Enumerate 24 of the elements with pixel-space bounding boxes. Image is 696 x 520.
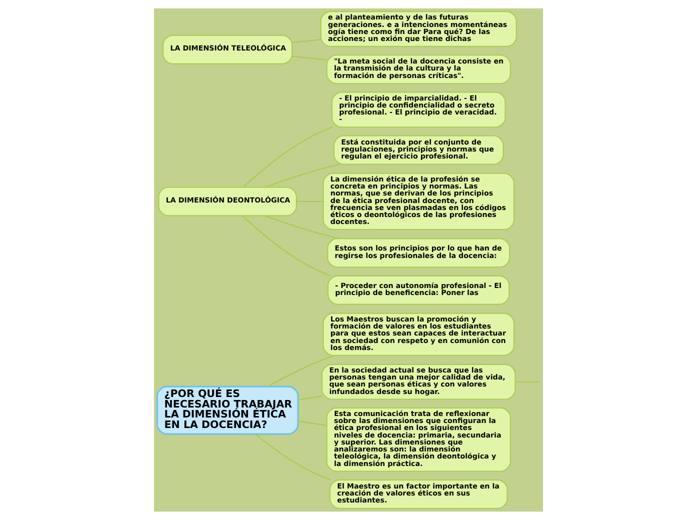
- connector: [514, 381, 539, 382]
- connector: [264, 164, 340, 188]
- node-box: - Proceder con autonomía profesional - El principio de beneficencia: Poner las: [327, 275, 510, 305]
- node-box: Esta comunicación trata de reflexionar sobre las dimensiones que configuran la ética profesional en los siguientes niveles de docencia: primaria, secundaria y superior. Las dimensiones que analizaremos son: la dimensión teleológica, la dimensión deontológica y la dimensión práctica.: [326, 407, 510, 472]
- node-box: - El principio de imparcialidad. - El principio de confidencialidad o secreto profesional. - El principio de veracidad. -: [330, 92, 506, 128]
- connector: [254, 434, 331, 480]
- node-box: LA DIMENSIÓN TELEOLÓGICA: [162, 34, 292, 64]
- connector: [296, 200, 323, 202]
- node-box: ¿POR QUÉ ES NECESARIO TRABAJAR LA DIMENSIÓN ÉTICA EN LA DOCENCIA?: [156, 386, 298, 435]
- connector: [292, 39, 320, 44]
- node-box: La dimensión ética de la profesión se concreta en principios y normas. Las normas, que se derivan de los principios de la ética profesional docente, con frecuencia se ven plasmadas en los códigos éticos o deontológicos de las profesiones docentes.: [322, 172, 514, 230]
- connector: [298, 396, 322, 400]
- node-box: Los Maestros buscan la promoción y formación de valores en los estudiantes para que estos sean capaces de interactuar en sociedad con respeto y en comunión con los demás.: [322, 312, 514, 356]
- node-box: "La meta social de la docencia consiste en la transmisión de la cultura y la formación de personas críticas".: [326, 54, 510, 84]
- node-box: e al planteamiento y de las futuras generaciones. e a intenciones momentáneas ogía tiene como fin dar Para qué? De las acciones; un exión que tiene dichas: [320, 11, 516, 47]
- node-box: El Maestro es un factor importante en la creación de valores éticos en sus estudiantes.: [329, 479, 508, 509]
- connector: [242, 126, 332, 188]
- node-box: Estos son los principios por lo que han de regirse los profesionales de la docencia:: [326, 238, 510, 268]
- node-box: LA DIMENSIÓN DEONTOLÓGICA: [158, 186, 296, 216]
- node-box: Está constituida por el conjunto de regulaciones, principios y normas que regulan el ejercicio profesional.: [332, 135, 504, 165]
- connector: [292, 56, 326, 60]
- connector: [242, 215, 330, 276]
- node-box: En la sociedad actual se busca que las personas tengan una mejor calidad de vida, que sean personas éticas y con valores infundados desde su hogar.: [321, 364, 516, 400]
- connector: [298, 420, 326, 426]
